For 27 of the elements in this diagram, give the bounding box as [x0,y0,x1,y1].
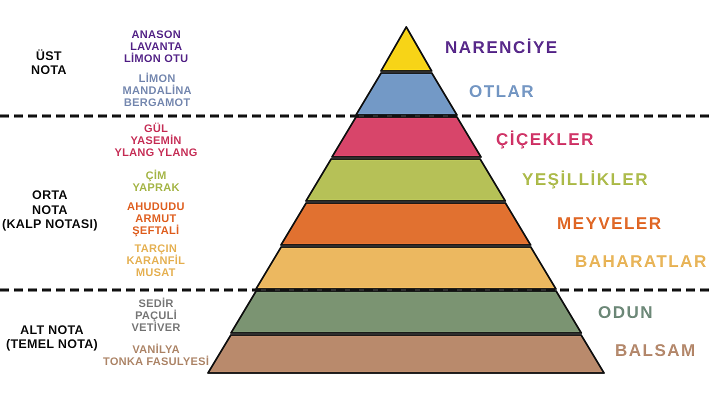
category-label: ODUN [598,303,654,323]
category-label: OTLAR [469,82,536,102]
pyramid-tier [380,26,432,72]
ingredient-list: SEDİR PAÇULİ VETİVER [132,298,181,334]
ingredient-list: LİMON MANDALİNA BERGAMOT [122,73,192,109]
category-label: ÇİÇEKLER [496,130,595,150]
ingredient-list: ANASON LAVANTA LİMON OTU [124,29,188,65]
ingredient-list: TARÇIN KARANFİL MUSAT [126,243,186,279]
pyramid-tier [255,246,557,290]
ingredient-list: ÇİM YAPRAK [132,170,180,194]
pyramid-tier [230,290,582,334]
category-label: BALSAM [615,341,697,361]
pyramid-tier [207,334,605,374]
note-tier-label: ÜST NOTA [31,48,67,78]
pyramid-tier [330,116,482,158]
category-label: NARENCİYE [445,38,559,58]
category-label: BAHARATLAR [575,252,708,272]
ingredient-list: GÜL YASEMİN YLANG YLANG [114,123,198,159]
category-label: MEYVELER [557,214,663,234]
pyramid-tier [354,72,458,116]
pyramid-tier [305,158,507,202]
pyramid-tier [280,202,532,246]
ingredient-list: AHUDUDU ARMUT ŞEFTALİ [127,201,185,237]
ingredient-list: VANİLYA TONKA FASULYESİ [103,344,210,368]
category-label: YEŞİLLİKLER [522,170,650,190]
note-tier-label: ORTA NOTA (KALP NOTASI) [2,188,98,232]
note-tier-label: ALT NOTA (TEMEL NOTA) [6,322,98,352]
